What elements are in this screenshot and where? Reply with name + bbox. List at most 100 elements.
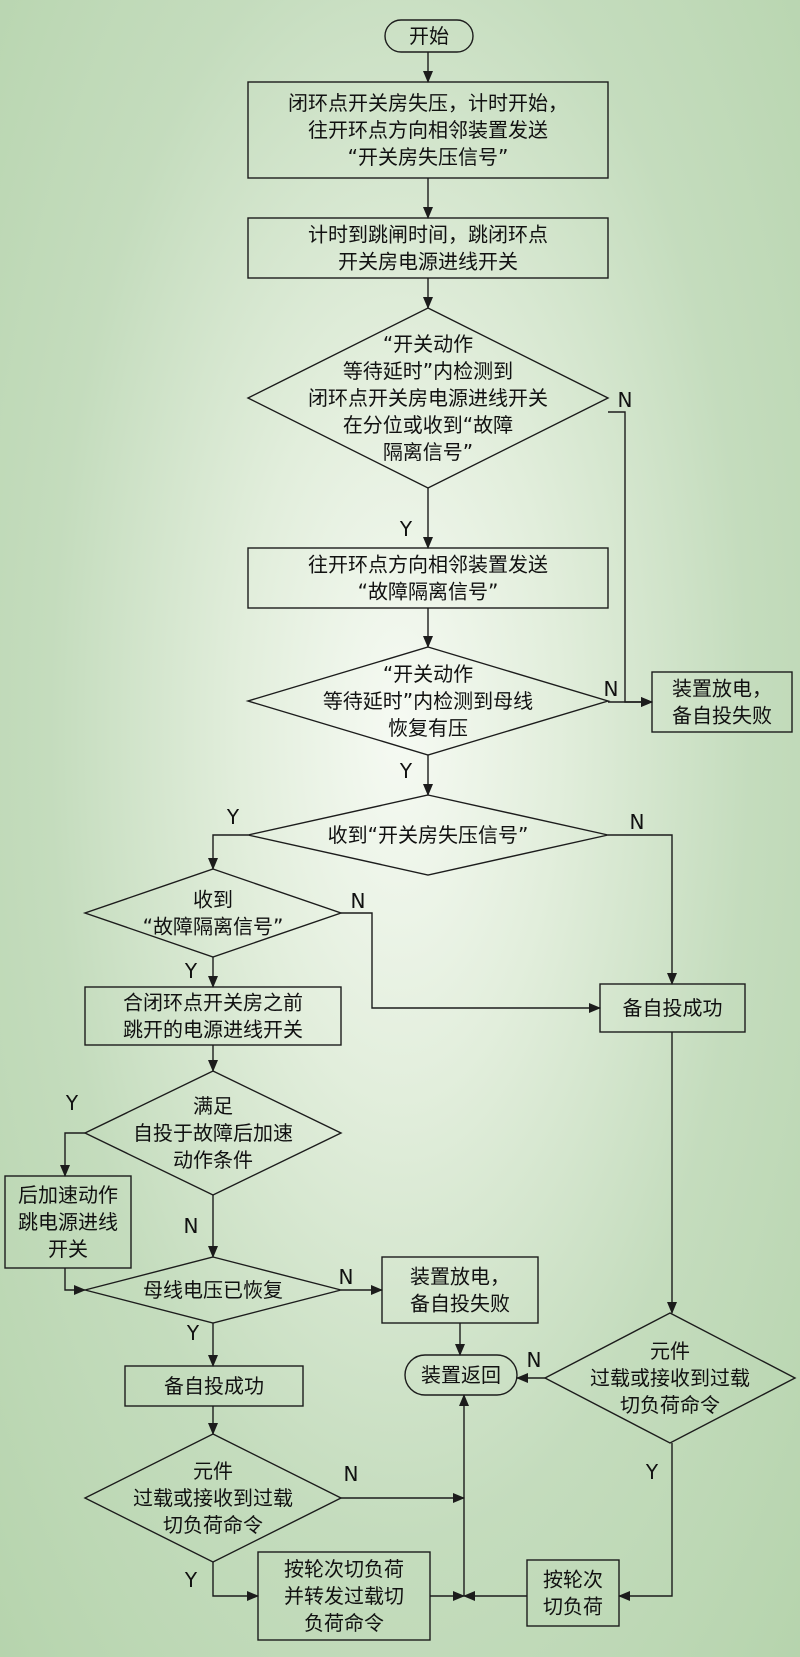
node-start: 开始 xyxy=(384,19,474,53)
decision-diamond xyxy=(82,868,344,958)
node-text: 装置放电， xyxy=(672,677,772,701)
connector-arrow xyxy=(608,411,653,707)
branch-label-no: N xyxy=(351,889,366,913)
connector-arrow xyxy=(60,1132,85,1177)
node-text: “开关动作 xyxy=(383,662,473,686)
node-text: 跳电源进线 xyxy=(18,1210,118,1234)
node-text: 开关 xyxy=(48,1237,88,1261)
node-d4: 收到 “故障隔离信号” xyxy=(82,868,344,958)
node-text: 往开环点方向相邻装置发送 xyxy=(308,553,548,577)
node-text: 开始 xyxy=(409,24,449,48)
process-box xyxy=(84,986,342,1046)
node-fail2: 装置放电， 备自投失败 xyxy=(381,1256,539,1324)
connectors xyxy=(60,52,677,1601)
node-text: 切负荷 xyxy=(543,1595,603,1619)
process-box xyxy=(381,1256,539,1324)
branch-label-yes: Y xyxy=(65,1091,79,1115)
node-text: 等待延时”内检测到 xyxy=(343,359,513,383)
branch-label-yes: Y xyxy=(399,517,413,541)
node-text: 等待延时”内检测到母线 xyxy=(323,689,533,713)
process-box xyxy=(651,671,793,733)
node-text: 过载或接收到过载 xyxy=(133,1486,293,1510)
branch-label-yes: Y xyxy=(399,759,413,783)
connector-arrow xyxy=(64,1268,86,1295)
branch-label-no: N xyxy=(604,677,619,701)
node-text: 母线电压已恢复 xyxy=(143,1278,283,1302)
node-text: 按轮次切负荷 xyxy=(284,1557,404,1581)
node-text: 恢复有压 xyxy=(388,716,468,740)
node-d3: 收到“开关房失压信号” xyxy=(247,794,609,876)
node-text: 在分位或收到“故障 xyxy=(343,413,513,437)
branch-label-no: N xyxy=(618,388,633,412)
process-box xyxy=(4,1175,132,1269)
connector-arrow xyxy=(341,912,601,1013)
connector-arrow xyxy=(608,834,677,985)
branch-label-yes: Y xyxy=(226,805,240,829)
connector-arrow xyxy=(618,1443,673,1601)
node-d6: 母线电压已恢复 xyxy=(84,1256,342,1324)
decision-diamond xyxy=(543,1312,797,1444)
terminal-box xyxy=(384,19,474,53)
node-text: 备自投成功 xyxy=(623,996,723,1020)
node-ret: 装置返回 xyxy=(404,1354,518,1396)
node-text: “开关动作 xyxy=(383,332,473,356)
node-text: 装置返回 xyxy=(421,1363,501,1387)
node-text: 往开环点方向相邻装置发送 xyxy=(308,118,548,142)
node-text: 收到 xyxy=(193,888,233,912)
node-text: 备自投成功 xyxy=(164,1374,264,1398)
node-text: 合闭环点开关房之前 xyxy=(123,991,303,1015)
branch-label-no: N xyxy=(344,1462,359,1486)
node-n1: 闭环点开关房失压，计时开始，往开环点方向相邻装置发送“开关房失压信号” xyxy=(247,81,609,179)
node-text: “故障隔离信号” xyxy=(143,915,284,939)
branch-label-yes: Y xyxy=(186,1321,200,1345)
node-succ2: 备自投成功 xyxy=(124,1365,304,1407)
node-text: 过载或接收到过载 xyxy=(590,1366,750,1390)
node-text: 开关房电源进线开关 xyxy=(338,250,518,274)
process-box xyxy=(247,217,609,279)
branch-label-no: N xyxy=(184,1214,199,1238)
node-text: 满足 xyxy=(193,1094,233,1118)
process-box xyxy=(247,81,609,179)
process-box xyxy=(124,1365,304,1407)
node-text: 切负荷命令 xyxy=(620,1393,720,1417)
node-text: “开关房失压信号” xyxy=(348,145,509,169)
node-text: 装置放电， xyxy=(410,1265,510,1289)
decision-diamond xyxy=(245,646,611,756)
node-fail1: 装置放电， 备自投失败 xyxy=(651,671,793,733)
decision-diamond xyxy=(246,307,610,489)
decision-diamond xyxy=(83,1070,343,1196)
connector-arrow xyxy=(212,1562,259,1601)
node-text: 按轮次 xyxy=(543,1568,603,1592)
nodes: 开始闭环点开关房失压，计时开始，往开环点方向相邻装置发送“开关房失压信号”计时到… xyxy=(4,19,797,1641)
node-text: 元件 xyxy=(193,1459,233,1483)
node-text: 备自投失败 xyxy=(672,704,772,728)
decision-diamond xyxy=(84,1256,342,1324)
branch-label-no: N xyxy=(339,1265,354,1289)
branch-label-no: N xyxy=(527,1348,542,1372)
node-text: 跳开的电源进线开关 xyxy=(123,1018,303,1042)
terminal-box xyxy=(404,1354,518,1396)
process-box xyxy=(599,983,746,1033)
node-n7: 按轮次切负荷 xyxy=(526,1559,620,1627)
branch-label-yes: Y xyxy=(184,959,198,983)
node-text: 闭环点开关房电源进线开关 xyxy=(308,386,548,410)
decision-diamond xyxy=(247,794,609,876)
node-n3: 往开环点方向相邻装置发送 “故障隔离信号” xyxy=(247,547,609,609)
connector-arrow xyxy=(208,834,248,870)
node-text: 备自投失败 xyxy=(410,1292,510,1316)
node-text: 动作条件 xyxy=(173,1148,253,1172)
node-text: 切负荷命令 xyxy=(163,1513,263,1537)
node-text: 计时到跳闸时间，跳闭环点 xyxy=(308,223,548,247)
node-text: 收到“开关房失压信号” xyxy=(328,823,529,847)
branch-label-yes: Y xyxy=(184,1568,198,1592)
node-text: “故障隔离信号” xyxy=(358,580,499,604)
